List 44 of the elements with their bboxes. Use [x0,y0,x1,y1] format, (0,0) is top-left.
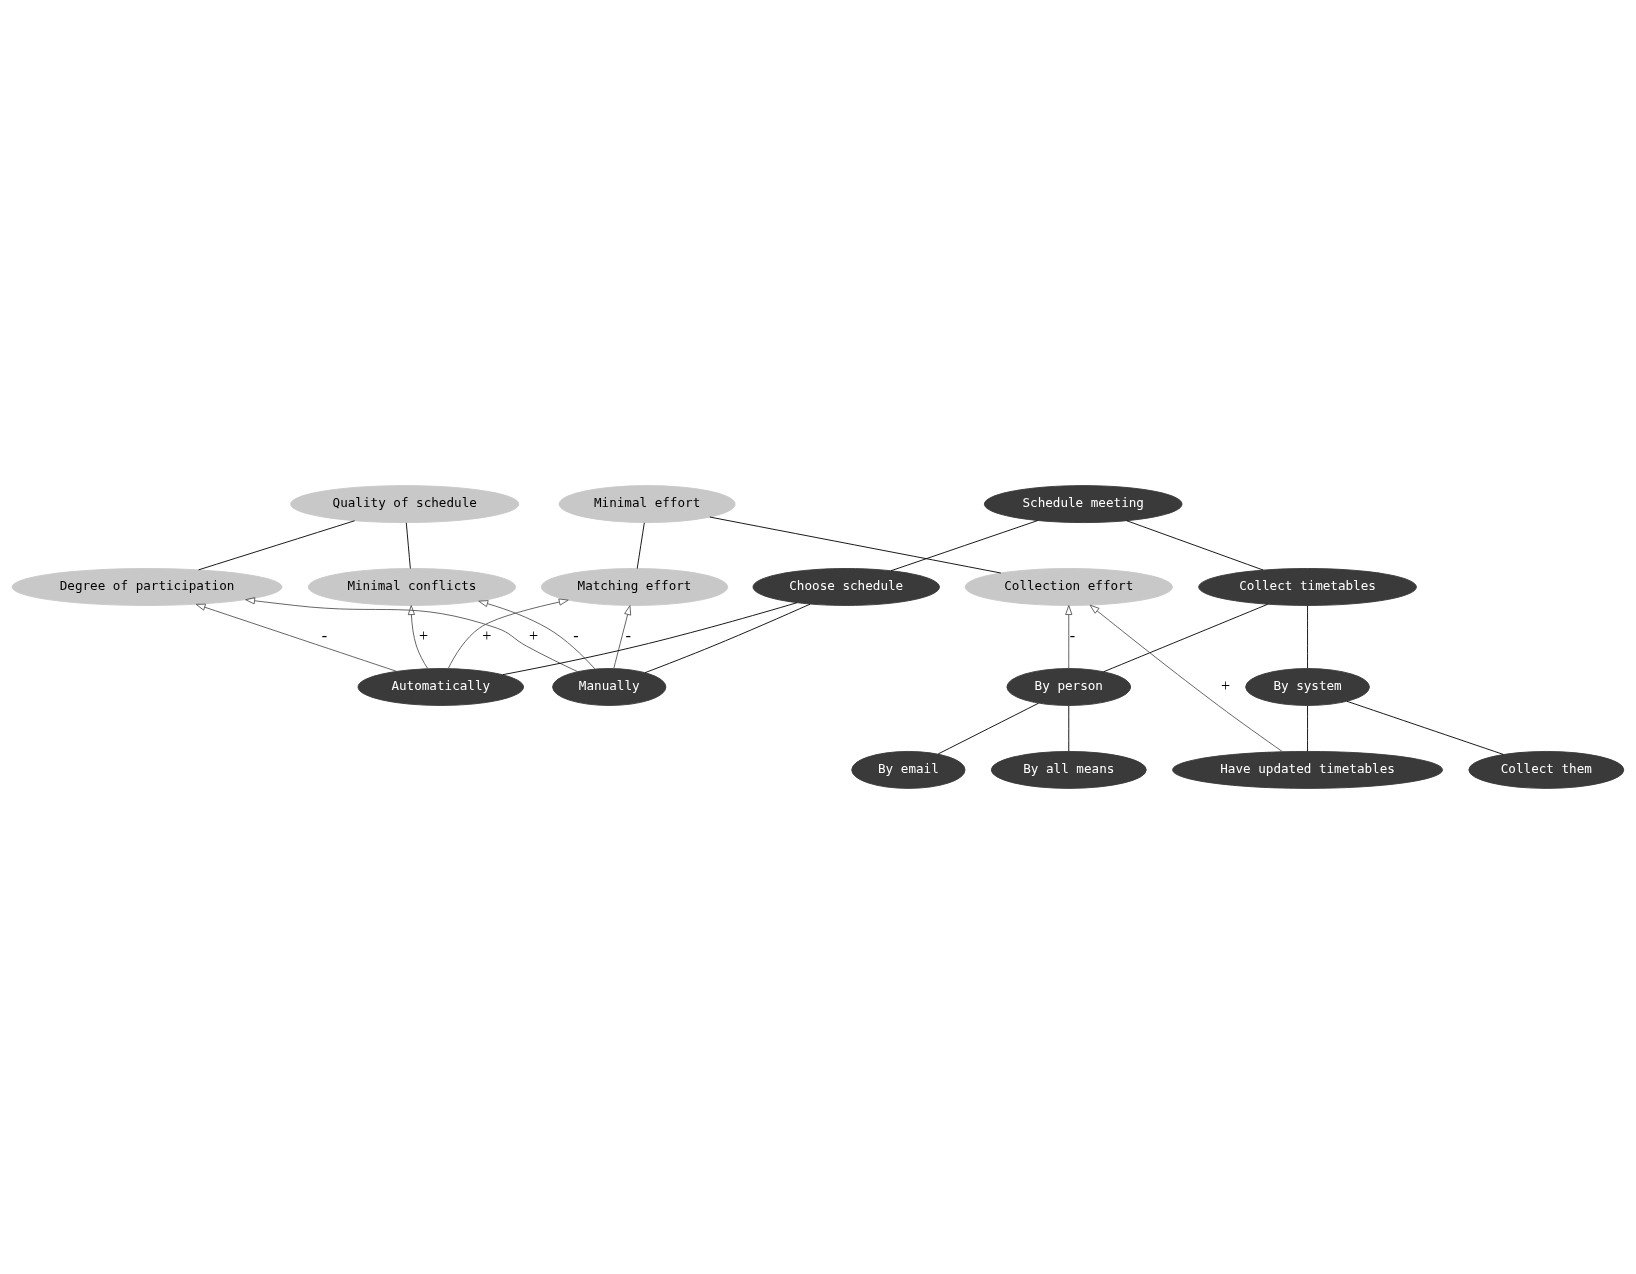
connector [1307,605,1308,669]
edge-label: + [529,626,539,645]
connector [1307,705,1308,752]
arrow [1089,604,1283,752]
connector [502,602,798,676]
connector [636,522,645,569]
connector [1126,520,1264,571]
edge-label: - [625,626,631,645]
node-ellipse: Quality of schedule [290,485,520,523]
connector [709,516,1002,574]
node-ellipse: Have updated timetables [1172,751,1443,789]
node-ellipse: Collect them [1468,751,1625,789]
arrow [1065,605,1073,669]
connector [937,702,1040,755]
connector [405,522,411,569]
node-ellipse: Manually [552,668,667,706]
node-ellipse: Choose schedule [752,568,940,606]
node-ellipse: Schedule meeting [983,485,1183,523]
edge-label: + [419,626,429,645]
node-ellipse: By email [851,751,966,789]
edge-label: - [573,626,579,645]
edge-label: + [482,626,492,645]
arrow [447,598,569,669]
connector [644,603,811,674]
connector [1068,705,1070,752]
connector [1103,603,1269,673]
node-ellipse: Collect timetables [1198,568,1417,606]
node-ellipse: By person [1006,668,1132,706]
connector [890,520,1039,572]
node-ellipse: Minimal effort [558,485,736,523]
connector [1346,700,1504,755]
edge-label: - [1069,626,1076,645]
arrow [613,605,632,669]
connector [198,520,356,571]
node-ellipse: By all means [990,751,1147,789]
edge-label: - [321,626,328,645]
arrow [245,597,578,673]
node-ellipse: By system [1245,668,1370,706]
arrow [195,603,397,672]
node-ellipse: Automatically [357,668,524,706]
edge-label: + [1220,676,1231,695]
arrow [407,605,429,670]
node-ellipse: Collection effort [964,568,1173,606]
arrow [478,600,596,670]
